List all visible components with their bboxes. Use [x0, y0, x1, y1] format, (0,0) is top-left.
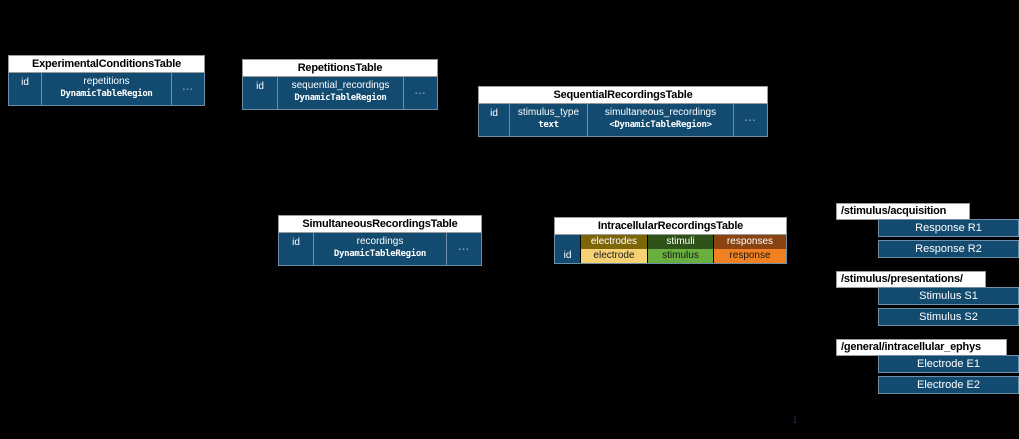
page-number: 1: [792, 414, 798, 426]
sequential-recordings-table-column: id: [479, 104, 510, 136]
sequential-recordings-table-title: SequentialRecordingsTable: [478, 86, 768, 103]
column-label: id: [292, 237, 300, 248]
column-type-spacer: [481, 120, 507, 132]
general-intracellular-ephys-group-item: Electrode E1: [878, 355, 1019, 373]
column-type: text: [538, 120, 559, 130]
column-label: id: [21, 77, 29, 88]
repetitions-table-title: RepetitionsTable: [242, 59, 438, 76]
column-label: ...: [458, 242, 470, 253]
stimulus-acquisition-group-label: /stimulus/acquisition: [836, 203, 970, 220]
stimulus-acquisition-group-item: Response R1: [878, 219, 1019, 237]
category-cell: responses: [714, 235, 786, 249]
experimental-conditions-table-title: ExperimentalConditionsTable: [8, 55, 205, 72]
column-cell: response: [714, 249, 786, 263]
repetitions-table-column: ...: [404, 77, 437, 109]
column-type-spacer: [245, 93, 275, 105]
simultaneous-recordings-table-column: id: [279, 233, 314, 265]
column-label: simultaneous_recordings: [604, 107, 717, 118]
stimulus-presentations-group-item: Stimulus S2: [878, 308, 1019, 326]
stimulus-acquisition-group-item: Response R2: [878, 240, 1019, 258]
column-type: DynamicTableRegion: [333, 249, 427, 259]
column-label: sequential_recordings: [291, 80, 390, 91]
simultaneous-recordings-table-column: ...: [447, 233, 481, 265]
intracellular-recordings-table-title: IntracellularRecordingsTable: [554, 217, 787, 234]
experimental-conditions-table-column: ...: [172, 73, 204, 105]
column-label: ...: [744, 113, 757, 124]
category-cell: stimuli: [648, 235, 714, 249]
sequential-recordings-table: SequentialRecordingsTable id stimulus_typ…: [478, 86, 768, 137]
repetitions-table-column: id: [243, 77, 278, 109]
column-label: ...: [182, 82, 194, 93]
column-label: id: [490, 108, 498, 119]
column-cell: electrode: [581, 249, 648, 263]
column-type: DynamicTableRegion: [294, 93, 387, 103]
column-type-spacer: [11, 89, 39, 101]
category-cell: electrodes: [581, 235, 648, 249]
column-label: id: [256, 81, 264, 92]
sequential-recordings-table-column: ...: [734, 104, 767, 136]
general-intracellular-ephys-group-item: Electrode E2: [878, 376, 1019, 394]
column-type: DynamicTableRegion: [60, 89, 153, 99]
column-type: <DynamicTableRegion>: [609, 120, 712, 130]
column-label: repetitions: [83, 76, 130, 87]
sequential-recordings-table-column: simultaneous_recordings <DynamicTableRegi…: [588, 104, 734, 136]
column-label: ...: [414, 86, 427, 97]
column-cell: stimulus: [648, 249, 714, 263]
column-label: stimulus_type: [517, 107, 580, 118]
stimulus-presentations-group-item: Stimulus S1: [878, 287, 1019, 305]
experimental-conditions-table-column: id: [9, 73, 42, 105]
stimulus-presentations-group-label: /stimulus/presentations/: [836, 271, 986, 288]
category-cell: [555, 235, 581, 249]
column-cell: id: [555, 249, 581, 263]
column-type-spacer: [281, 249, 311, 261]
simultaneous-recordings-table-title: SimultaneousRecordingsTable: [278, 215, 482, 232]
general-intracellular-ephys-group-label: /general/intracellular_ephys: [836, 339, 1007, 356]
column-label: recordings: [356, 236, 404, 247]
